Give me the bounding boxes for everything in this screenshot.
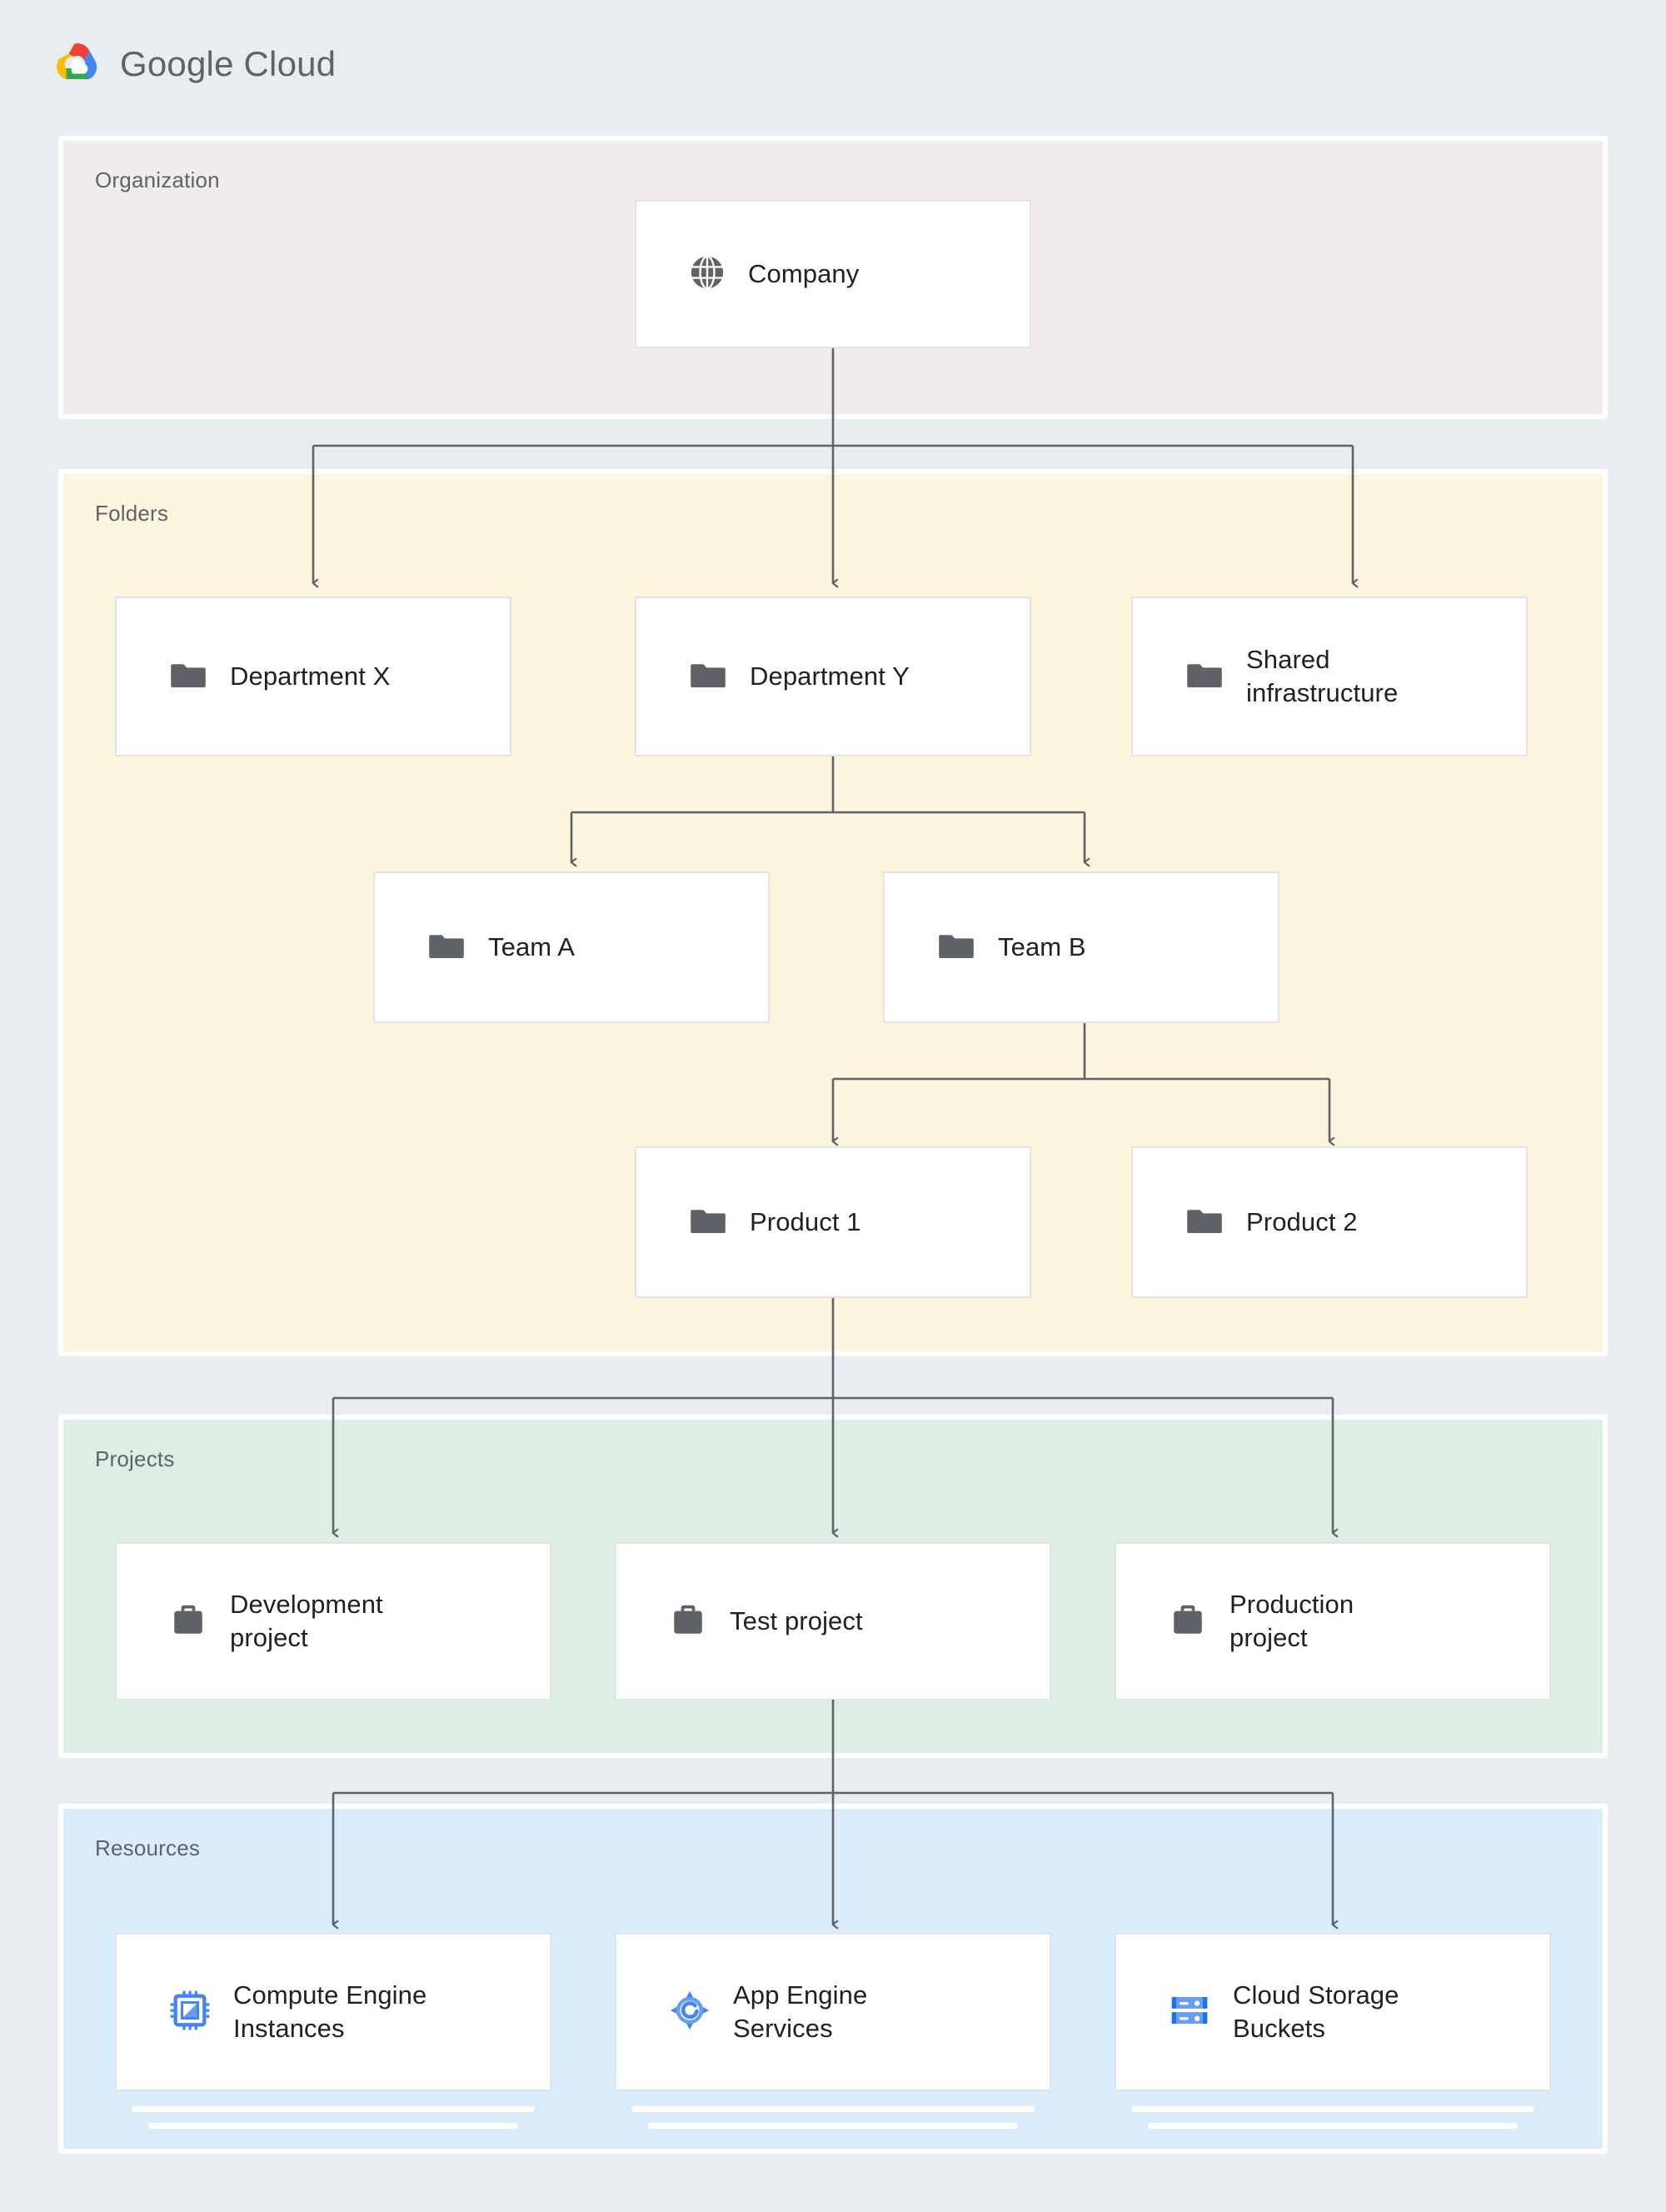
node-cloud-storage-buckets[interactable]: Cloud Storage Buckets <box>1115 1933 1551 2091</box>
node-label: App Engine Services <box>733 1980 868 2043</box>
node-product-1[interactable]: Product 1 <box>635 1146 1031 1298</box>
folder-icon <box>1185 655 1225 699</box>
folder-icon <box>688 655 728 699</box>
node-label: Production project <box>1230 1589 1354 1652</box>
node-compute-engine-instances[interactable]: Compute Engine Instances <box>115 1933 551 2091</box>
brand-wordmark: Google Cloud <box>120 44 337 83</box>
node-label: Company <box>748 258 860 288</box>
briefcase-icon <box>168 1600 208 1644</box>
folder-icon <box>936 926 976 970</box>
node-team-a[interactable]: Team A <box>373 871 770 1023</box>
node-shared-infrastructure[interactable]: Shared infrastructure <box>1131 597 1528 756</box>
globe-icon <box>688 253 726 296</box>
storage-buckets-icon <box>1168 1989 1211 2036</box>
stack-bar <box>1148 2123 1518 2129</box>
band-label-organization: Organization <box>95 167 220 192</box>
node-label: Development project <box>230 1589 383 1652</box>
node-production-project[interactable]: Production project <box>1115 1542 1551 1700</box>
node-app-engine-services[interactable]: App Engine Services <box>615 1933 1051 2091</box>
app-engine-icon <box>668 1989 711 2036</box>
briefcase-icon <box>1168 1600 1208 1644</box>
node-label: Department X <box>230 661 391 691</box>
node-label: Team B <box>998 931 1086 961</box>
stack-bar <box>1131 2106 1534 2112</box>
band-label-folders: Folders <box>95 501 169 526</box>
node-label: Product 2 <box>1246 1206 1358 1236</box>
google-cloud-logo <box>52 41 103 87</box>
node-test-project[interactable]: Test project <box>615 1542 1051 1700</box>
stack-bar <box>648 2123 1018 2129</box>
node-label: Shared infrastructure <box>1246 644 1399 707</box>
cpu-chip-icon <box>168 1989 212 2036</box>
folder-icon <box>426 926 466 970</box>
briefcase-icon <box>668 1600 708 1644</box>
node-label: Product 1 <box>750 1206 861 1236</box>
node-label: Test project <box>730 1605 863 1635</box>
band-label-resources: Resources <box>95 1835 201 1860</box>
node-department-y[interactable]: Department Y <box>635 597 1031 756</box>
node-label: Compute Engine Instances <box>233 1980 427 2043</box>
node-label: Cloud Storage Buckets <box>1233 1980 1399 2043</box>
stack-bar <box>631 2106 1035 2112</box>
brand-header: Google Cloud <box>52 35 336 93</box>
node-department-x[interactable]: Department X <box>115 597 511 756</box>
node-development-project[interactable]: Development project <box>115 1542 551 1700</box>
stack-bar <box>132 2106 535 2112</box>
band-label-projects: Projects <box>95 1446 175 1471</box>
stack-bar <box>148 2123 518 2129</box>
node-product-2[interactable]: Product 2 <box>1131 1146 1528 1298</box>
node-company[interactable]: Company <box>635 200 1031 348</box>
node-label: Team A <box>488 931 575 961</box>
node-team-b[interactable]: Team B <box>883 871 1279 1023</box>
node-label: Department Y <box>750 661 910 691</box>
folder-icon <box>1185 1201 1225 1245</box>
folder-icon <box>688 1201 728 1245</box>
folder-icon <box>168 655 208 699</box>
